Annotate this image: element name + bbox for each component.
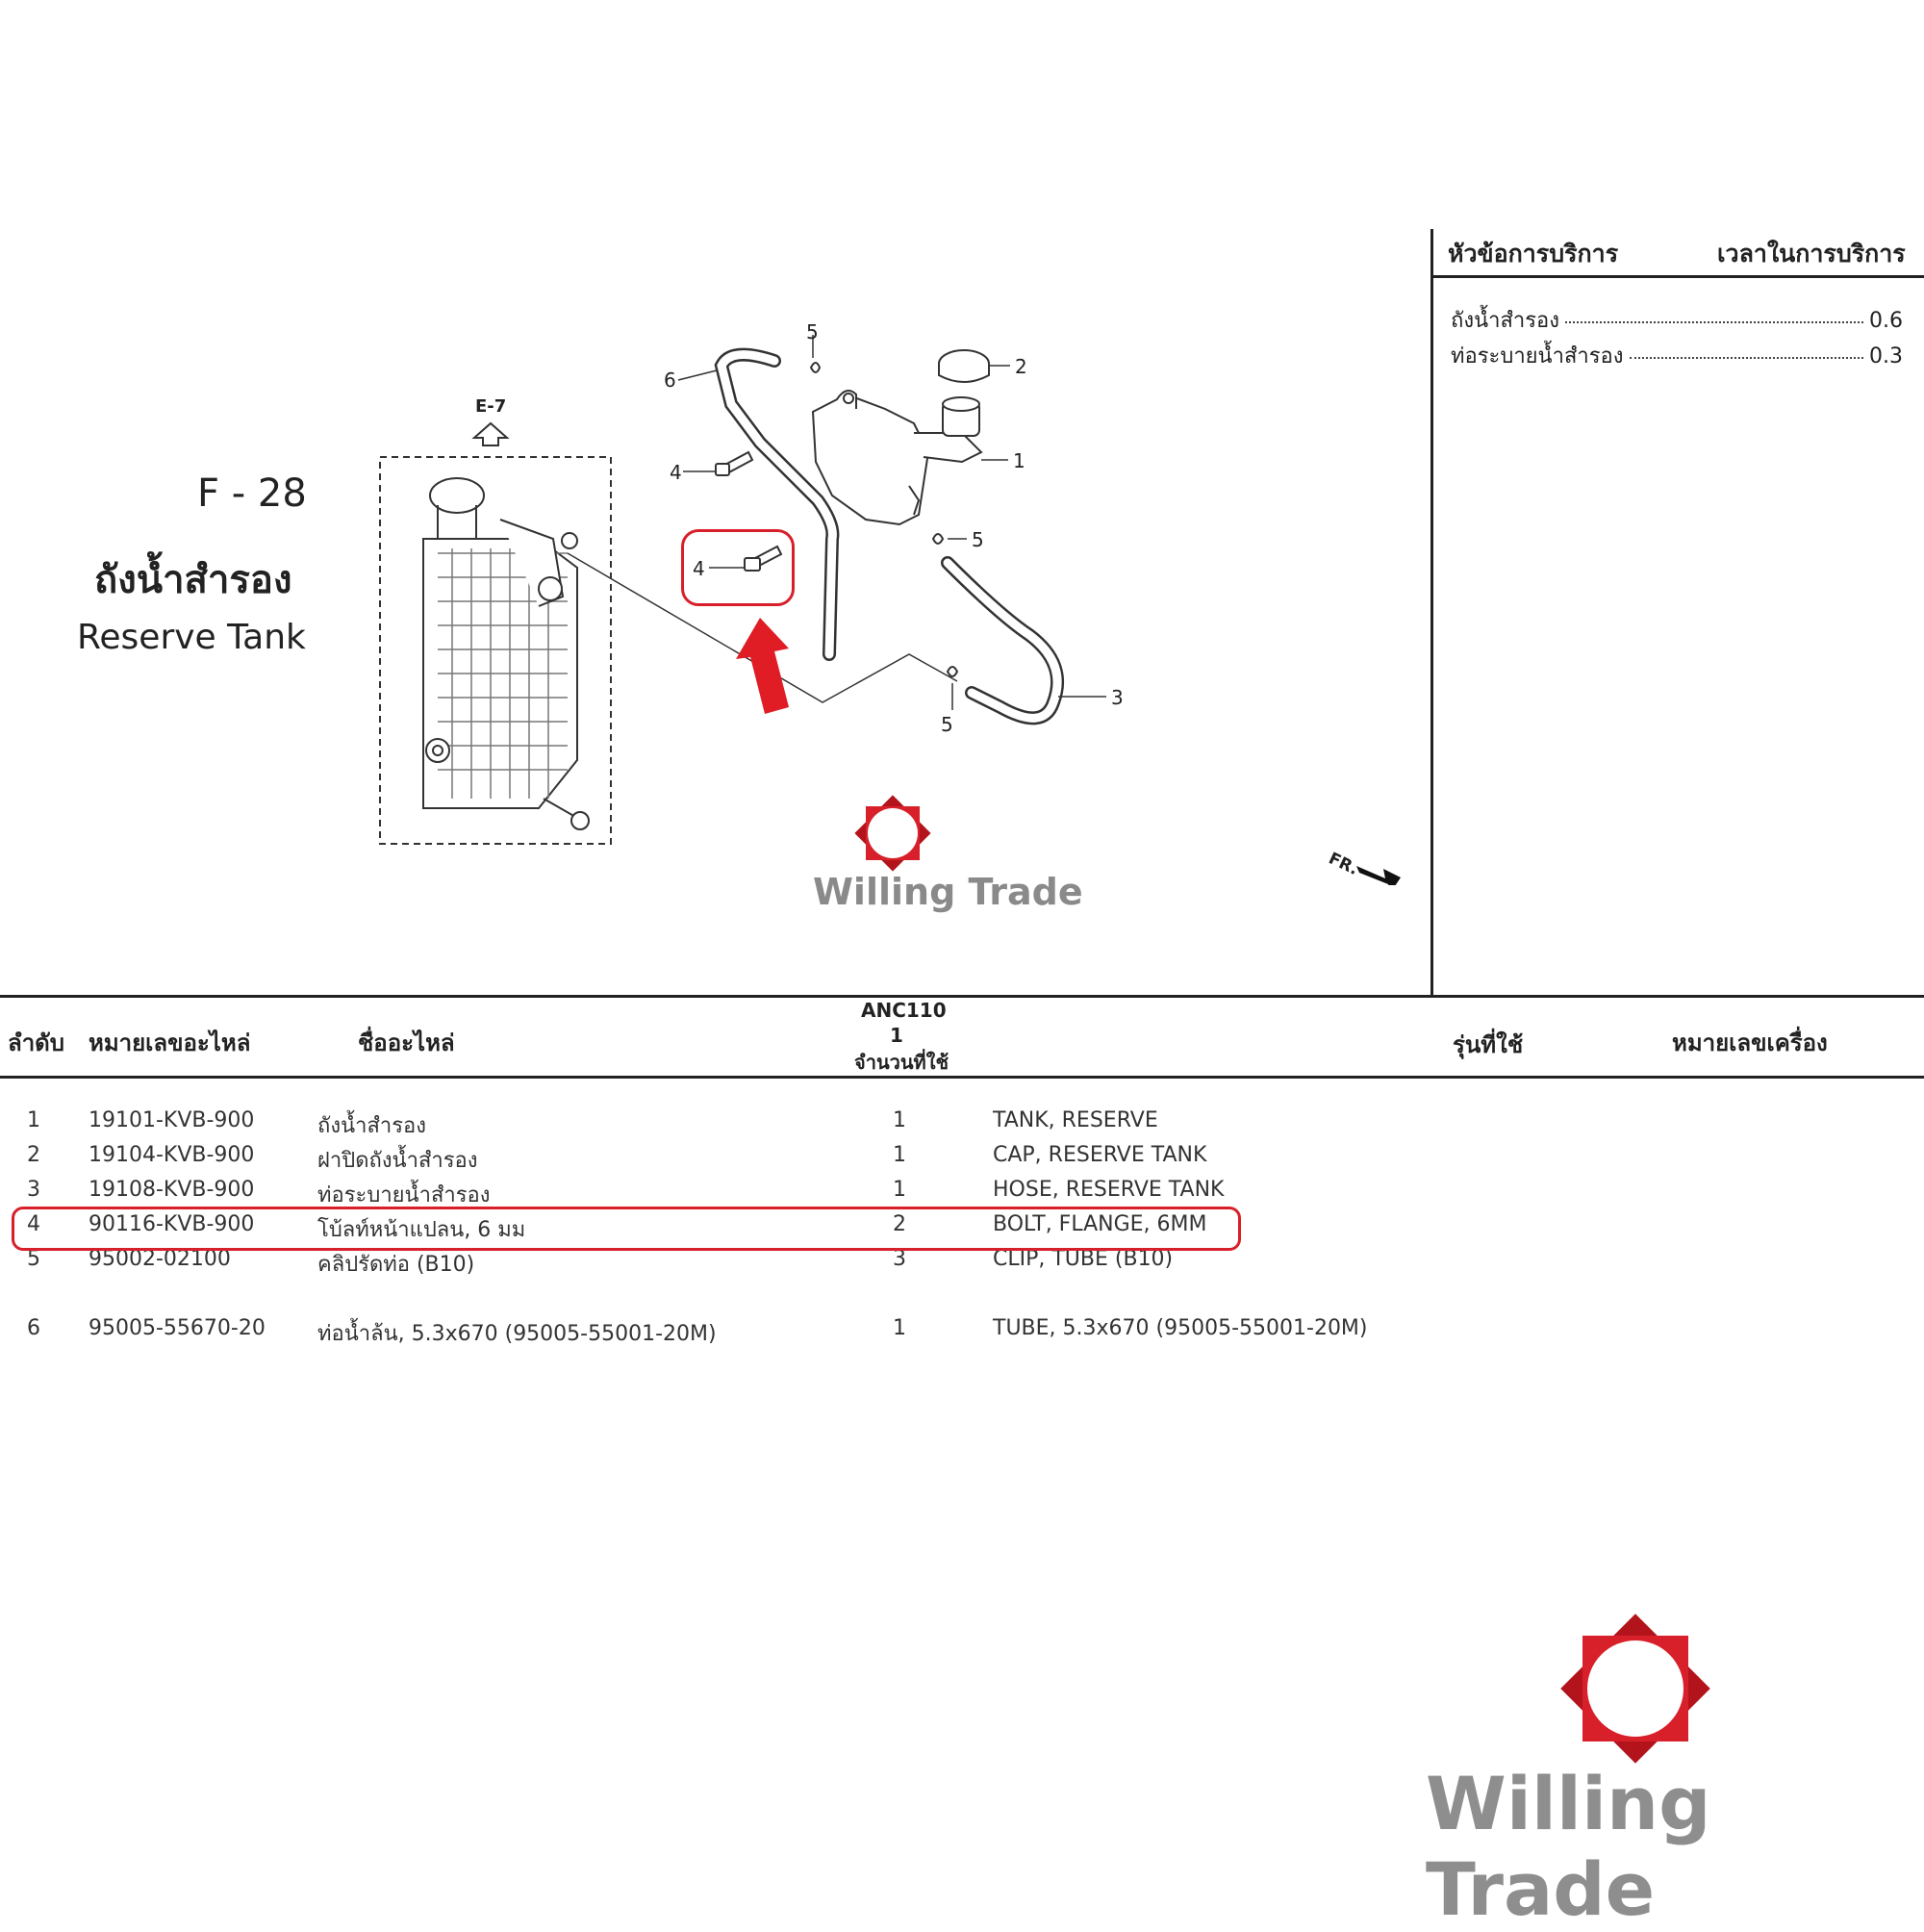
col-header-usage: รุ่นที่ใช้: [1453, 1031, 1524, 1058]
highlight-bolt-callout: [681, 529, 795, 606]
col-header-qty: จำนวนที่ใช้: [854, 1051, 949, 1074]
service-time: 0.3: [1869, 344, 1903, 369]
radiator-reference-box: [379, 456, 612, 845]
cell-no: 4: [27, 1212, 40, 1236]
cell-name-en: BOLT, FLANGE, 6MM: [993, 1212, 1207, 1236]
highlight-row-4: [12, 1207, 1241, 1251]
cell-part-no: 95005-55670-20: [89, 1316, 266, 1340]
callout-5c: 5: [941, 713, 953, 736]
clip-drawing: [809, 362, 959, 677]
callout-5b: 5: [972, 528, 984, 551]
cell-name-en: CAP, RESERVE TANK: [993, 1143, 1207, 1167]
cell-qty: 2: [893, 1212, 906, 1236]
callout-4a: 4: [670, 461, 682, 484]
callout-4b: 4: [693, 557, 705, 580]
section-title-th: ถังน้ำสำรอง: [94, 558, 292, 602]
table-row: 1 19101-KVB-900 ถังน้ำสำรอง 1 TANK, RESE…: [0, 1108, 1443, 1138]
cell-qty: 1: [893, 1108, 906, 1132]
cell-no: 3: [27, 1178, 40, 1202]
cell-name-th: คลิปรัดท่อ (B10): [317, 1253, 475, 1277]
reserve-tank-drawing: [811, 390, 983, 526]
callout-2: 2: [1015, 355, 1027, 378]
service-row: ท่อระบายน้ำสำรอง 0.3: [1451, 339, 1903, 372]
cell-part-no: 90116-KVB-900: [89, 1212, 255, 1236]
ref-e7-label: E-7: [475, 396, 506, 417]
cell-qty: 1: [893, 1178, 906, 1202]
section-code: F - 28: [197, 471, 307, 516]
cell-name-en: CLIP, TUBE (B10): [993, 1247, 1174, 1271]
service-header-rule: [1433, 275, 1924, 278]
table-row: 3 19108-KVB-900 ท่อระบายน้ำสำรอง 1 HOSE,…: [0, 1178, 1443, 1208]
service-topic: ถังน้ำสำรอง: [1451, 309, 1560, 333]
table-header-rule: [0, 1076, 1924, 1079]
cell-part-no: 19101-KVB-900: [89, 1108, 255, 1132]
fr-label: FR.: [1326, 849, 1361, 878]
cell-no: 1: [27, 1108, 40, 1132]
table-row: 2 19104-KVB-900 ฝาปิดถังน้ำสำรอง 1 CAP, …: [0, 1143, 1443, 1173]
radiator-drawing: [422, 477, 590, 830]
col-header-part-no: หมายเลขอะไหล่: [89, 1030, 251, 1056]
bolt-drawing: [715, 450, 783, 572]
cell-no: 5: [27, 1247, 40, 1271]
parts-diagram: E-7: [379, 320, 1401, 885]
cell-no: 2: [27, 1143, 40, 1167]
brand-logo-icon: [1560, 1614, 1710, 1764]
table-row-highlighted: 4 90116-KVB-900 โบ้ลท์หน้าแปลน, 6 มม 2 B…: [0, 1212, 1443, 1242]
service-row: ถังน้ำสำรอง 0.6: [1451, 303, 1903, 337]
front-arrow-icon: [1356, 866, 1401, 885]
pointer-arrow-icon: [736, 618, 789, 714]
brand-name: Willing Trade: [1426, 1761, 1711, 1932]
col-header-engine-no: หมายเลขเครื่อง: [1672, 1030, 1828, 1056]
callout-5a: 5: [806, 320, 819, 343]
section-title-en: Reserve Tank: [77, 618, 306, 657]
col-header-model-num: 1: [890, 1024, 903, 1047]
col-header-model: ANC110: [861, 999, 947, 1022]
cell-name-th: ฝาปิดถังน้ำสำรอง: [317, 1149, 478, 1173]
cell-qty: 1: [893, 1143, 906, 1167]
cell-qty: 1: [893, 1316, 906, 1340]
up-arrow-icon: [471, 421, 510, 446]
cell-name-en: HOSE, RESERVE TANK: [993, 1178, 1225, 1202]
callout-1: 1: [1013, 449, 1025, 472]
brand-logo-small-icon: [854, 795, 931, 872]
cell-qty: 3: [893, 1247, 906, 1271]
service-time: 0.6: [1869, 309, 1903, 333]
cell-part-no: 95002-02100: [89, 1247, 231, 1271]
cell-name-en: TUBE, 5.3x670 (95005-55001-20M): [993, 1316, 1368, 1340]
table-row: 6 95005-55670-20 ท่อน้ำล้น, 5.3x670 (950…: [0, 1316, 1443, 1346]
cell-name-en: TANK, RESERVE: [993, 1108, 1158, 1132]
callout-6: 6: [664, 369, 676, 392]
cell-part-no: 19104-KVB-900: [89, 1143, 255, 1167]
cell-name-th: โบ้ลท์หน้าแปลน, 6 มม: [317, 1218, 526, 1242]
callout-3: 3: [1111, 686, 1124, 709]
cell-no: 6: [27, 1316, 40, 1340]
table-row: 5 95002-02100 คลิปรัดท่อ (B10) 3 CLIP, T…: [0, 1247, 1443, 1277]
table-top-rule: [0, 995, 1924, 998]
cell-name-th: ท่อระบายน้ำสำรอง: [317, 1183, 491, 1208]
col-header-name: ชื่ออะไหล่: [358, 1030, 455, 1056]
service-header-topic: หัวข้อการบริการ: [1448, 240, 1619, 267]
col-header-no: ลำดับ: [8, 1030, 65, 1056]
brand-watermark-small: Willing Trade: [813, 871, 1083, 913]
panel-divider: [1430, 229, 1433, 997]
cell-name-th: ถังน้ำสำรอง: [317, 1114, 427, 1138]
service-header-time: เวลาในการบริการ: [1717, 240, 1906, 267]
cap-drawing: [938, 349, 990, 383]
service-topic: ท่อระบายน้ำสำรอง: [1451, 344, 1624, 369]
cell-name-th: ท่อน้ำล้น, 5.3x670 (95005-55001-20M): [317, 1322, 717, 1346]
cell-part-no: 19108-KVB-900: [89, 1178, 255, 1202]
